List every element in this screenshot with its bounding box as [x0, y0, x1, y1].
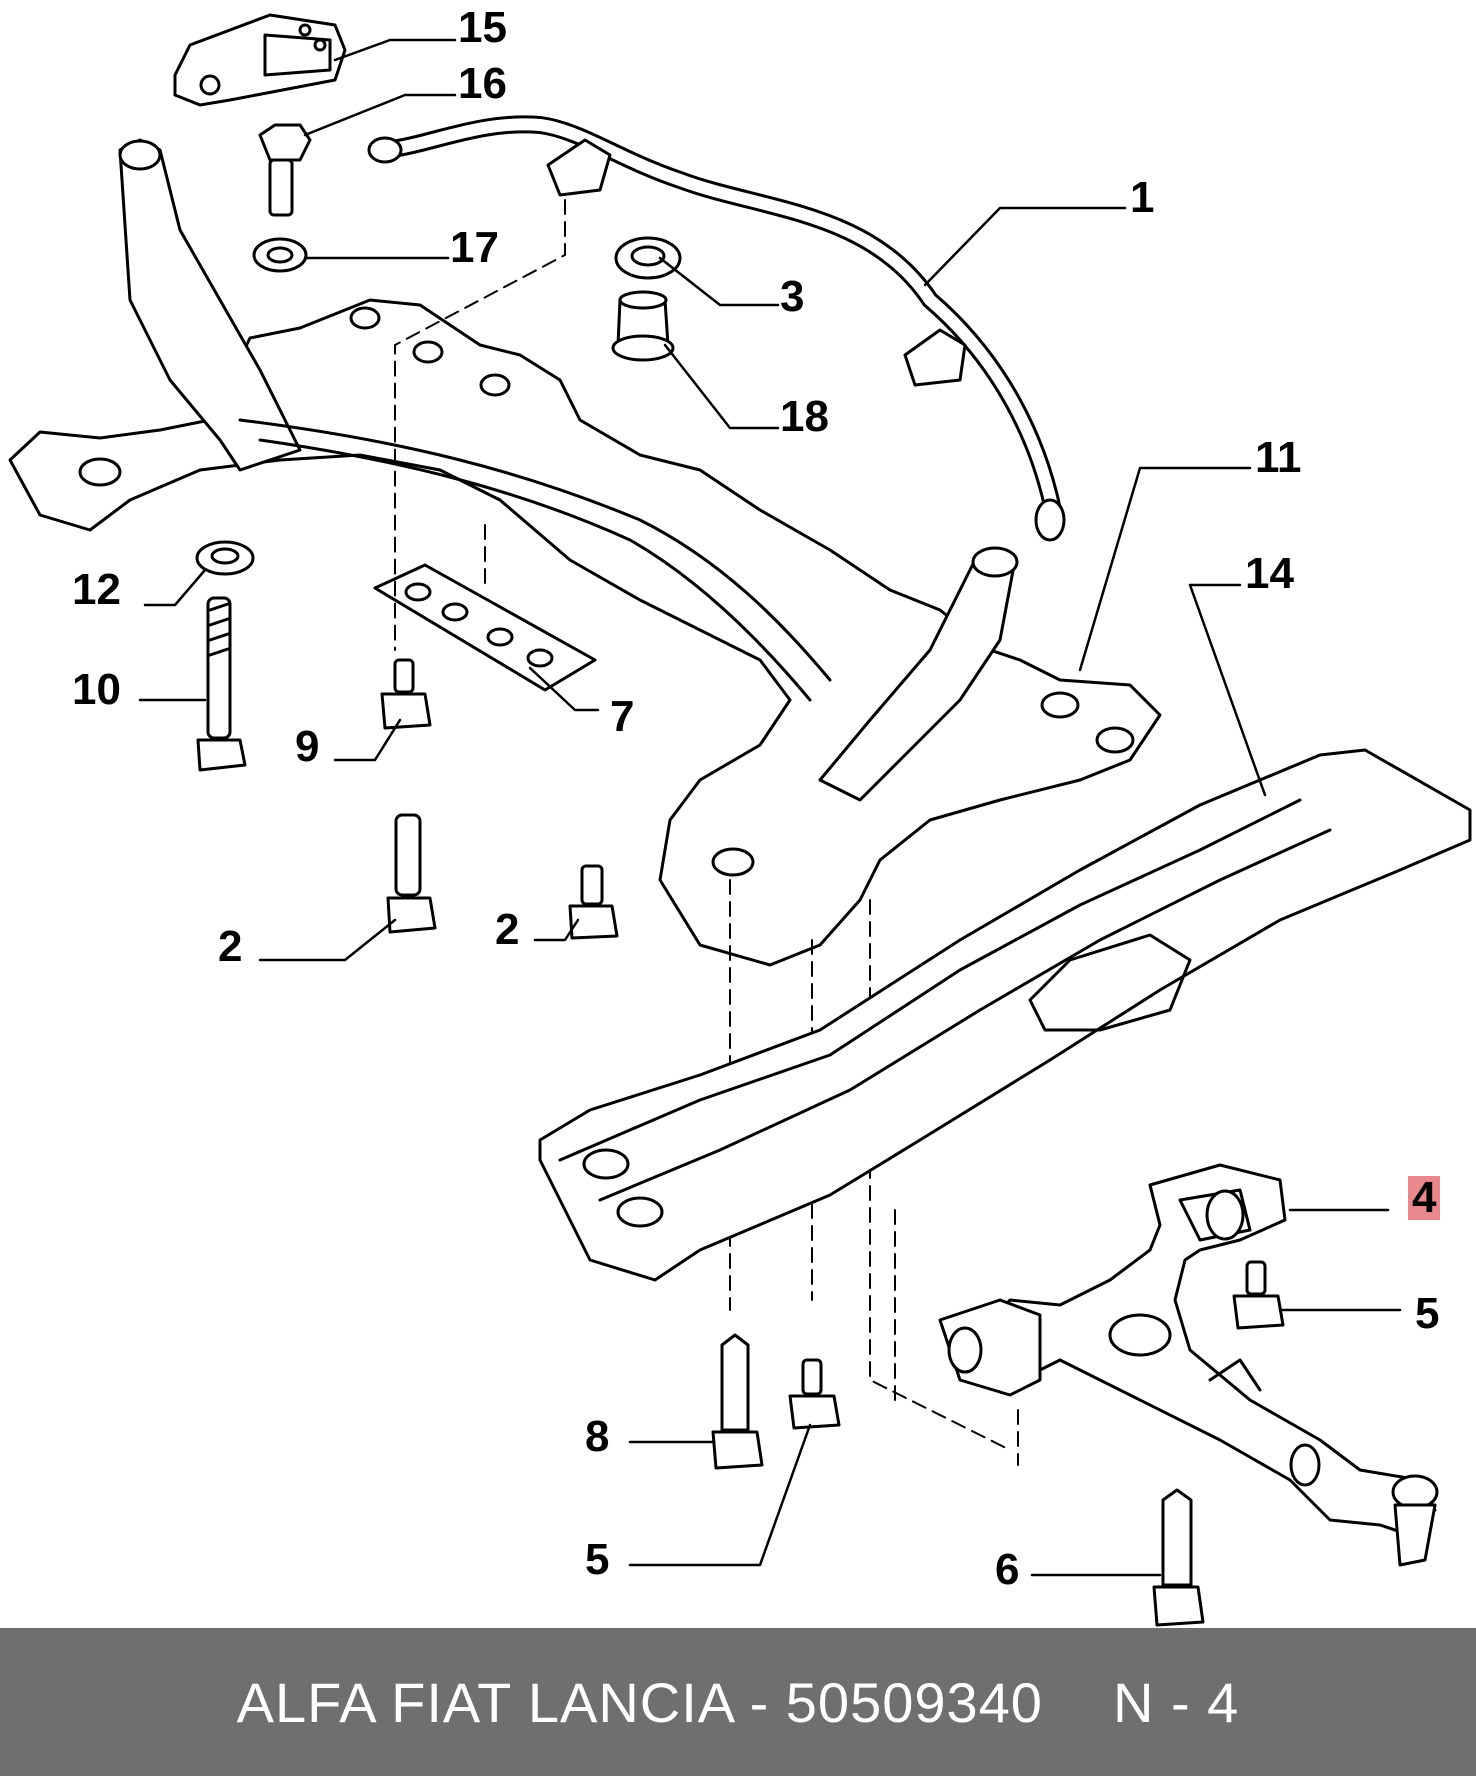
washer-part-12	[195, 540, 255, 576]
control-arm-part-4	[938, 1163, 1439, 1567]
footer-brand-part-number: ALFA FIAT LANCIA - 50509340	[236, 1670, 1043, 1734]
callout-4: 4	[1408, 1176, 1441, 1220]
bracket-plate-part-15	[173, 13, 347, 107]
flange-bolt-part-5-right	[1232, 1260, 1285, 1330]
callout-17: 17	[450, 223, 499, 272]
callout-10: 10	[72, 665, 121, 714]
crossmember-part-14	[538, 748, 1472, 1282]
flange-bolt-part-9	[380, 658, 432, 730]
washer-part-3	[614, 236, 682, 280]
callout-12: 12	[72, 565, 121, 614]
bolt-part-16	[258, 123, 312, 217]
leader-lines	[138, 38, 1402, 1577]
callout-5-left: 5	[585, 1535, 610, 1584]
callout-7: 7	[610, 692, 635, 741]
exploded-parts-diagram	[8, 13, 1472, 1627]
callout-5-right: 5	[1415, 1289, 1440, 1338]
subframe-part-11	[8, 138, 1162, 967]
bolt-part-6	[1152, 1488, 1205, 1627]
washer-part-17	[252, 237, 308, 273]
bolt-part-2-left	[386, 813, 437, 934]
bushing-part-18	[611, 290, 675, 362]
stabilizer-bar-part-1	[367, 115, 1066, 542]
callout-6: 6	[995, 1545, 1020, 1594]
flange-bolt-part-5-left	[788, 1358, 841, 1430]
footer-bar: ALFA FIAT LANCIA - 50509340 N - 4	[0, 1628, 1476, 1776]
callout-14: 14	[1245, 549, 1294, 598]
callout-16: 16	[458, 59, 507, 108]
callout-1: 1	[1130, 173, 1155, 222]
bolt-part-8	[711, 1333, 764, 1470]
callout-8: 8	[585, 1412, 610, 1461]
footer-page-ref: N - 4	[1112, 1670, 1240, 1734]
spacer-plate-part-7	[373, 563, 597, 692]
long-bolt-part-10	[196, 596, 247, 772]
callout-15: 15	[458, 3, 507, 52]
callout-11: 11	[1255, 433, 1302, 482]
bolt-part-2-right	[568, 864, 619, 940]
callout-2-left: 2	[218, 922, 243, 971]
callout-3: 3	[780, 272, 805, 321]
callout-9: 9	[295, 722, 320, 771]
callout-2-right: 2	[495, 905, 520, 954]
callout-18: 18	[780, 392, 829, 441]
